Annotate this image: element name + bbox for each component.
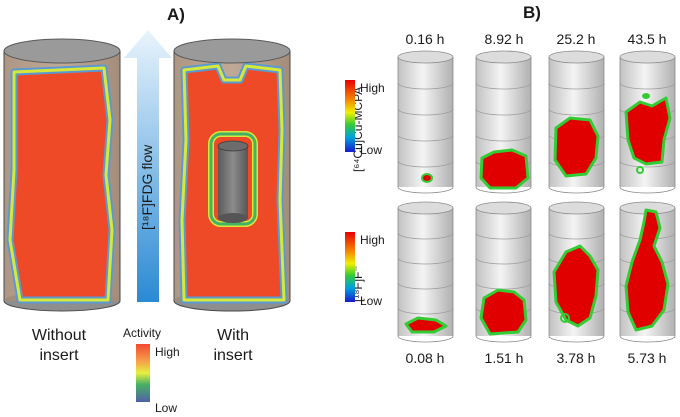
top-time-3: 25.2 h [557, 31, 596, 47]
column-with-insert [173, 38, 291, 312]
top-colorbar-low: Low [360, 143, 382, 157]
activity-spot-bottom-4 [624, 208, 670, 332]
activity-spot-bottom-1 [404, 316, 448, 334]
insert-rod [218, 146, 248, 218]
activity-spot-top-4 [624, 96, 672, 166]
activity-colorbar-high: High [155, 345, 180, 359]
column-without-insert [3, 38, 121, 312]
activity-spot-top-2 [479, 148, 530, 190]
bottom-cylinder-4 [619, 201, 676, 343]
without-caption-line2: insert [39, 347, 79, 364]
bottom-cylinder-2 [475, 201, 532, 343]
bottom-time-2: 1.51 h [485, 350, 524, 366]
activity-map-without-insert [6, 64, 116, 304]
bottom-cylinder-1 [397, 201, 454, 343]
without-caption-line1: Without [32, 327, 87, 344]
bottom-colorbar [345, 232, 355, 302]
bottom-time-1: 0.08 h [406, 350, 445, 366]
bottom-colorbar-low: Low [360, 294, 382, 308]
fdg-flow-label: [¹⁸F]FDG flow [139, 144, 155, 230]
top-colorbar-high: High [360, 81, 385, 95]
activity-spot-top-3 [553, 116, 600, 178]
bottom-time-3: 3.78 h [557, 350, 596, 366]
top-time-1: 0.16 h [406, 31, 445, 47]
top-cylinder-2 [475, 50, 532, 194]
panel-b-label: B) [523, 3, 541, 22]
activity-colorbar-title: Activity [123, 326, 161, 340]
top-cylinder-3 [548, 50, 605, 194]
bottom-colorbar-high: High [360, 233, 385, 247]
with-caption-line2: insert [213, 347, 253, 364]
activity-colorbar-low: Low [155, 401, 177, 415]
bottom-cylinder-3 [548, 201, 605, 343]
top-cylinder-4 [619, 50, 676, 194]
top-time-2: 8.92 h [485, 31, 524, 47]
panel-a-label: A) [167, 5, 185, 24]
top-colorbar [345, 80, 355, 152]
activity-spot-top-1 [421, 173, 433, 183]
fdg-flow-arrow [124, 30, 172, 302]
activity-spot-bottom-2 [479, 288, 528, 336]
activity-colorbar [136, 344, 150, 402]
top-cylinder-1 [397, 50, 454, 194]
with-caption-line1: With [217, 327, 249, 344]
top-time-4: 43.5 h [628, 31, 667, 47]
bottom-time-4: 5.73 h [628, 350, 667, 366]
